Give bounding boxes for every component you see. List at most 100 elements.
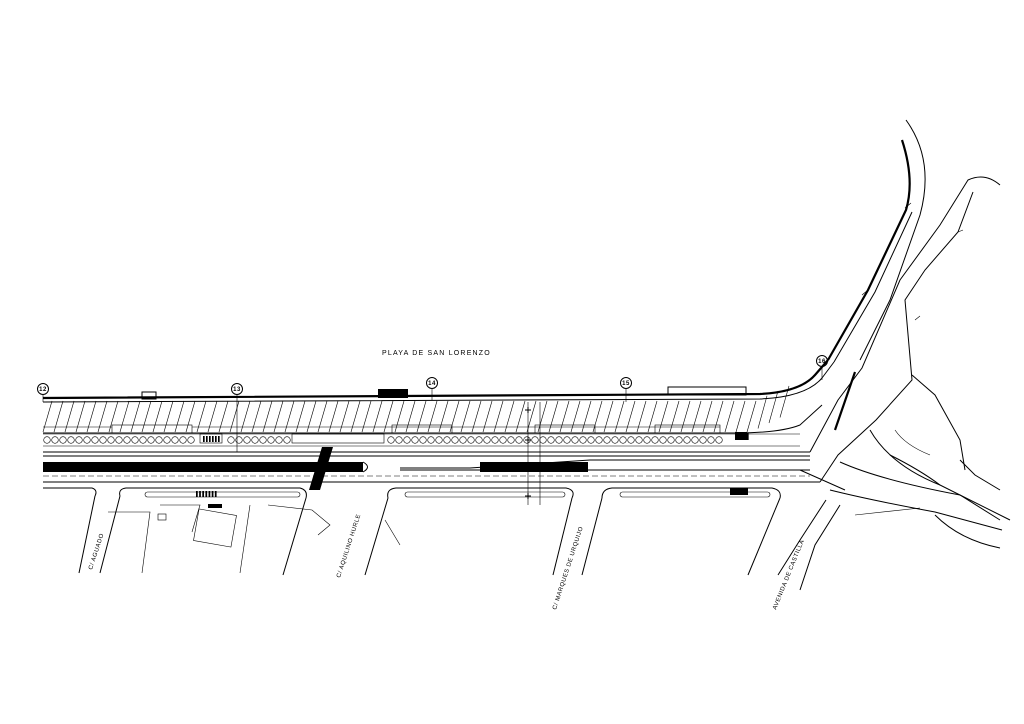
hatch-line	[581, 400, 592, 433]
hatch-line	[273, 400, 284, 433]
tree	[587, 436, 595, 444]
hatch-line	[394, 400, 405, 433]
hatch-line	[240, 400, 251, 433]
hatch-line	[537, 400, 548, 433]
intersection	[730, 176, 1011, 591]
tree	[139, 436, 147, 444]
tree	[51, 436, 59, 444]
road	[43, 447, 820, 490]
tree	[555, 436, 563, 444]
tree	[651, 436, 659, 444]
tree	[403, 436, 411, 444]
hatch-line	[526, 400, 537, 433]
hatch-line	[757, 395, 768, 429]
hatch-line	[658, 400, 669, 433]
side-streets	[78, 495, 781, 576]
section-marker-16: 16	[816, 355, 828, 367]
tree	[643, 436, 651, 444]
hatch-line	[449, 400, 460, 433]
hatch-line	[647, 400, 658, 433]
tree	[395, 436, 403, 444]
hatch-line	[64, 400, 75, 433]
hatch-line	[427, 400, 438, 433]
tree	[563, 436, 571, 444]
step-stripe	[205, 491, 208, 497]
step-stripe	[747, 433, 749, 440]
tree	[283, 436, 291, 444]
tree	[491, 436, 499, 444]
lower-sidewalk	[43, 487, 781, 499]
svg-text:15: 15	[622, 381, 630, 387]
hatch-line	[218, 400, 229, 433]
hatch-line	[746, 400, 757, 433]
tree	[83, 436, 91, 444]
tree	[547, 436, 555, 444]
svg-text:14: 14	[428, 381, 436, 387]
tree	[91, 436, 99, 444]
hatch-line	[625, 400, 636, 433]
kiosk-1	[141, 391, 157, 400]
tree	[683, 436, 691, 444]
hatch-line	[229, 400, 240, 433]
tree	[667, 436, 675, 444]
tree	[155, 436, 163, 444]
reference-tick	[525, 407, 531, 413]
tree	[43, 436, 51, 444]
hatch-line	[372, 400, 383, 433]
hatch-line	[383, 400, 394, 433]
tree	[475, 436, 483, 444]
step-stripe	[209, 436, 211, 442]
street-label-castilla: AVENIDA DE CASTILLA	[772, 539, 806, 611]
bench-block-3	[534, 424, 596, 434]
tree	[467, 436, 475, 444]
step-stripe	[211, 491, 214, 497]
tree	[515, 436, 523, 444]
kiosk-2	[378, 389, 408, 398]
step-stripe	[214, 491, 217, 497]
hatch-line	[713, 400, 724, 433]
tree	[171, 436, 179, 444]
tree	[123, 436, 131, 444]
hatch-line	[262, 400, 273, 433]
step-stripe	[208, 491, 211, 497]
hatch-line	[570, 400, 581, 433]
bench-block-2	[391, 424, 453, 434]
reference-tick	[525, 437, 531, 443]
tree	[163, 436, 171, 444]
tree	[99, 436, 107, 444]
tree	[259, 436, 267, 444]
street-label-aguado: C/ AGUADO	[88, 533, 105, 571]
hatch-line	[559, 400, 570, 433]
tree	[115, 436, 123, 444]
tree	[595, 436, 603, 444]
tree-row-bounds	[43, 433, 800, 447]
tree	[459, 436, 467, 444]
tree	[251, 436, 259, 444]
tree	[419, 436, 427, 444]
hatch-line	[163, 400, 174, 433]
tree	[427, 436, 435, 444]
tree	[539, 436, 547, 444]
step-stripe	[212, 436, 214, 442]
tree	[619, 436, 627, 444]
tree	[675, 436, 683, 444]
hatch-line	[130, 400, 141, 433]
tree	[235, 436, 243, 444]
tree	[435, 436, 443, 444]
building-blocks	[108, 504, 401, 574]
svg-text:16: 16	[818, 359, 826, 365]
tree	[699, 436, 707, 444]
hatch-line	[702, 400, 713, 433]
bench-block-4	[654, 424, 721, 434]
tree	[659, 436, 667, 444]
tree	[411, 436, 419, 444]
hatch-line	[438, 400, 449, 433]
svg-text:12: 12	[39, 387, 47, 393]
hatch-line	[53, 400, 64, 433]
reference-tick	[525, 465, 531, 471]
tree	[275, 436, 283, 444]
hatch-line	[295, 400, 306, 433]
hatch-line	[42, 400, 53, 433]
hatch-line	[548, 400, 559, 433]
